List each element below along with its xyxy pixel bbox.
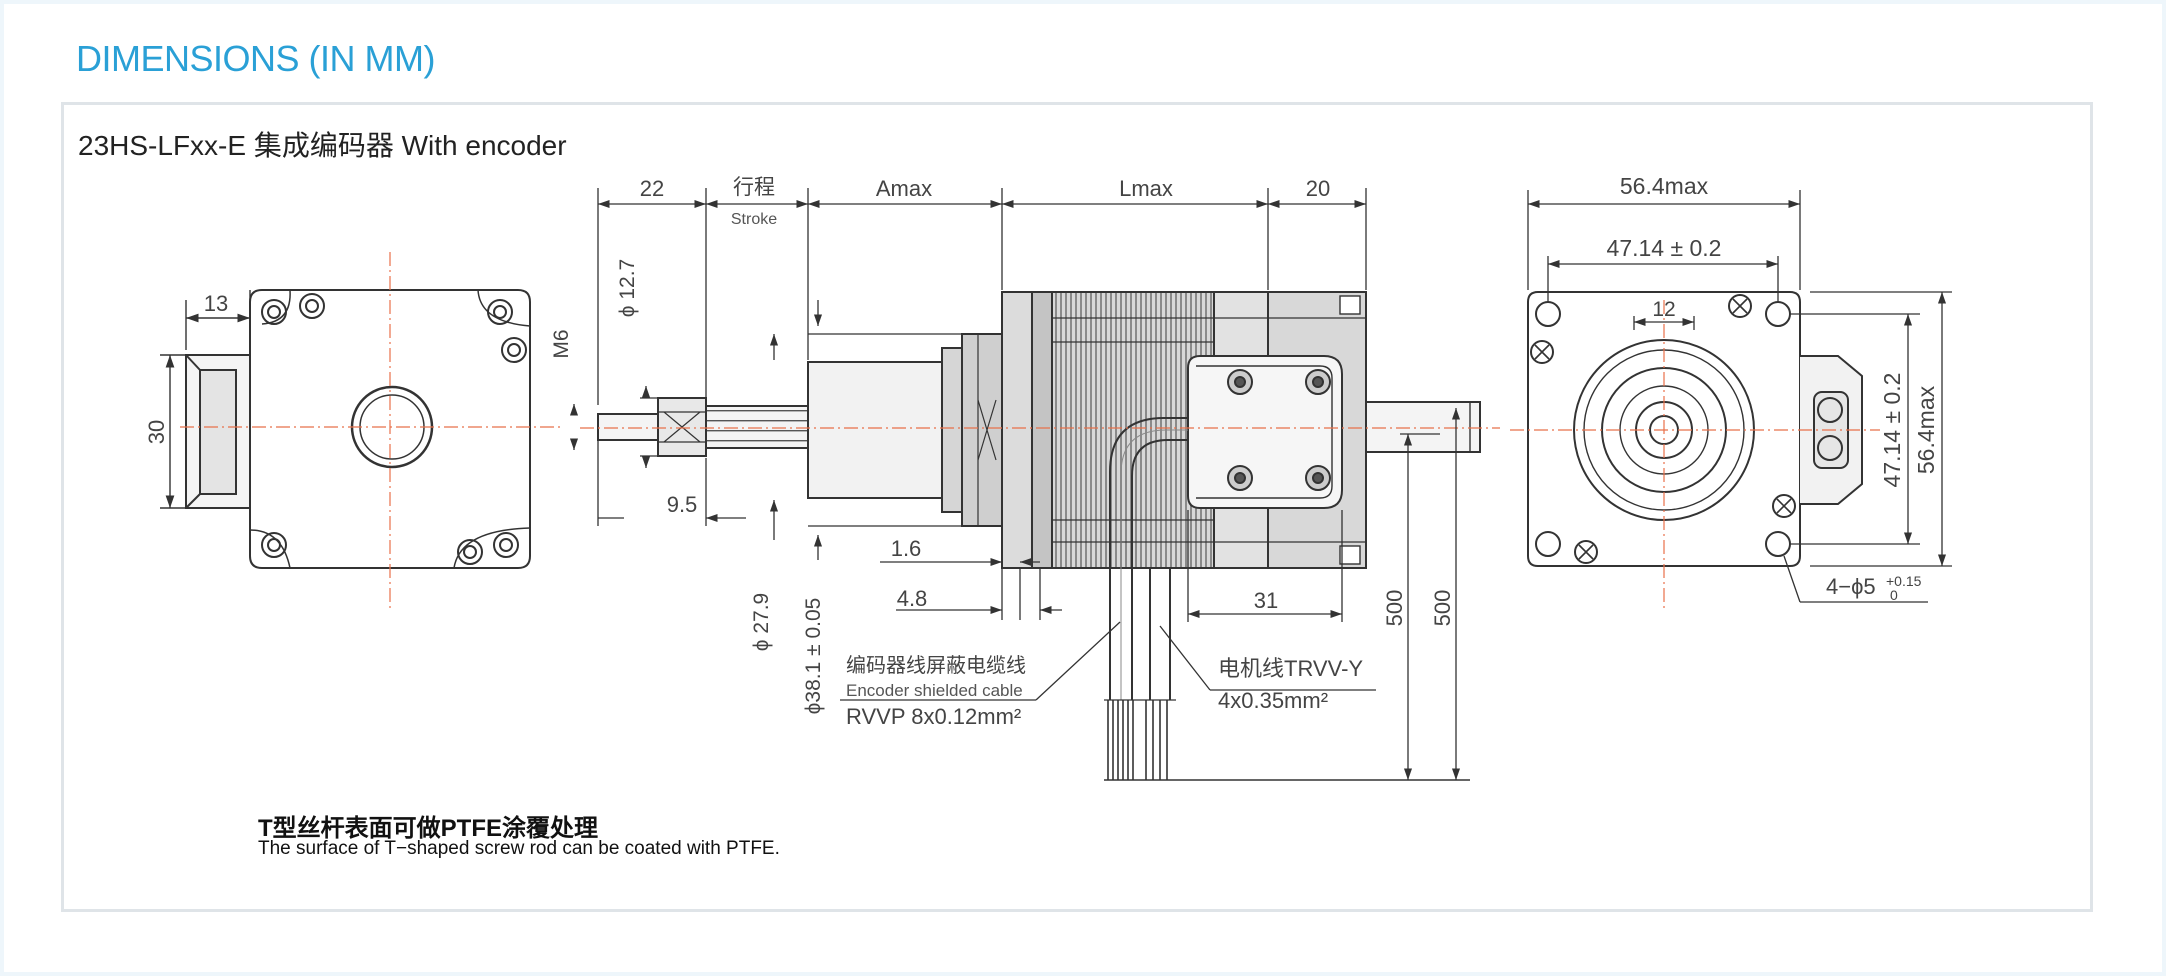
dim-phi-12-7: ϕ 12.7 (616, 259, 639, 317)
dim-20: 20 (1306, 176, 1330, 201)
note-english: The surface of T−shaped screw rod can be… (258, 838, 780, 859)
dim-m6: M6 (550, 329, 573, 358)
left-view-dimensions (160, 290, 251, 509)
dim-47-14-vertical: 47.14 ± 0.2 (1879, 373, 1905, 488)
model-title: 23HS-LFxx-E 集成编码器 With encoder (78, 130, 567, 161)
motor-cable-spec: 4x0.35mm² (1218, 688, 1328, 713)
dim-phi-27-9: ϕ 27.9 (750, 593, 773, 651)
right-view-dimensions (1527, 190, 1952, 603)
dim-4-8: 4.8 (897, 586, 928, 611)
note-chinese: T型丝杆表面可做PTFE涂覆处理 (258, 815, 598, 842)
left-view (185, 289, 531, 569)
left-view-centerlines (180, 252, 560, 608)
dim-22: 22 (640, 176, 664, 201)
dim-holes: 4−ϕ5 (1826, 574, 1876, 599)
dim-9-5: 9.5 (667, 492, 698, 517)
encoder-cable-en: Encoder shielded cable (846, 681, 1023, 700)
dim-13: 13 (204, 291, 228, 316)
right-view-centerlines (1510, 300, 1880, 610)
side-view (597, 291, 1481, 781)
dim-12: 12 (1652, 298, 1675, 321)
encoder-cable-cn: 编码器线屏蔽电缆线 (846, 654, 1026, 677)
dim-500-a: 500 (1382, 590, 1407, 627)
drawing-frame (61, 102, 2093, 912)
motor-cable-cn: 电机线TRVV-Y (1218, 656, 1363, 681)
dim-500-b: 500 (1430, 590, 1455, 627)
side-view-dimensions (569, 188, 1461, 780)
dim-phi-38-1: ϕ38.1 ± 0.05 (802, 598, 825, 715)
dim-56-4-max: 56.4max (1620, 173, 1709, 199)
encoder-cable-spec: RVVP 8x0.12mm² (846, 704, 1021, 729)
dim-lmax: Lmax (1119, 176, 1173, 201)
right-view (1527, 291, 1863, 567)
dim-31: 31 (1254, 588, 1278, 613)
dim-stroke-cn: 行程 (733, 176, 775, 199)
dim-47-14: 47.14 ± 0.2 (1607, 235, 1722, 261)
dim-1-6: 1.6 (891, 536, 922, 561)
dim-30: 30 (144, 420, 169, 444)
dim-amax: Amax (876, 176, 932, 201)
section-heading: DIMENSIONS (IN MM) (76, 38, 435, 79)
dim-stroke-en: Stroke (731, 211, 777, 228)
dim-56-4-max-vertical: 56.4max (1913, 385, 1939, 474)
dim-tolerance-lower: 0 (1890, 587, 1898, 603)
dim-tolerance-upper: +0.15 (1886, 573, 1922, 589)
